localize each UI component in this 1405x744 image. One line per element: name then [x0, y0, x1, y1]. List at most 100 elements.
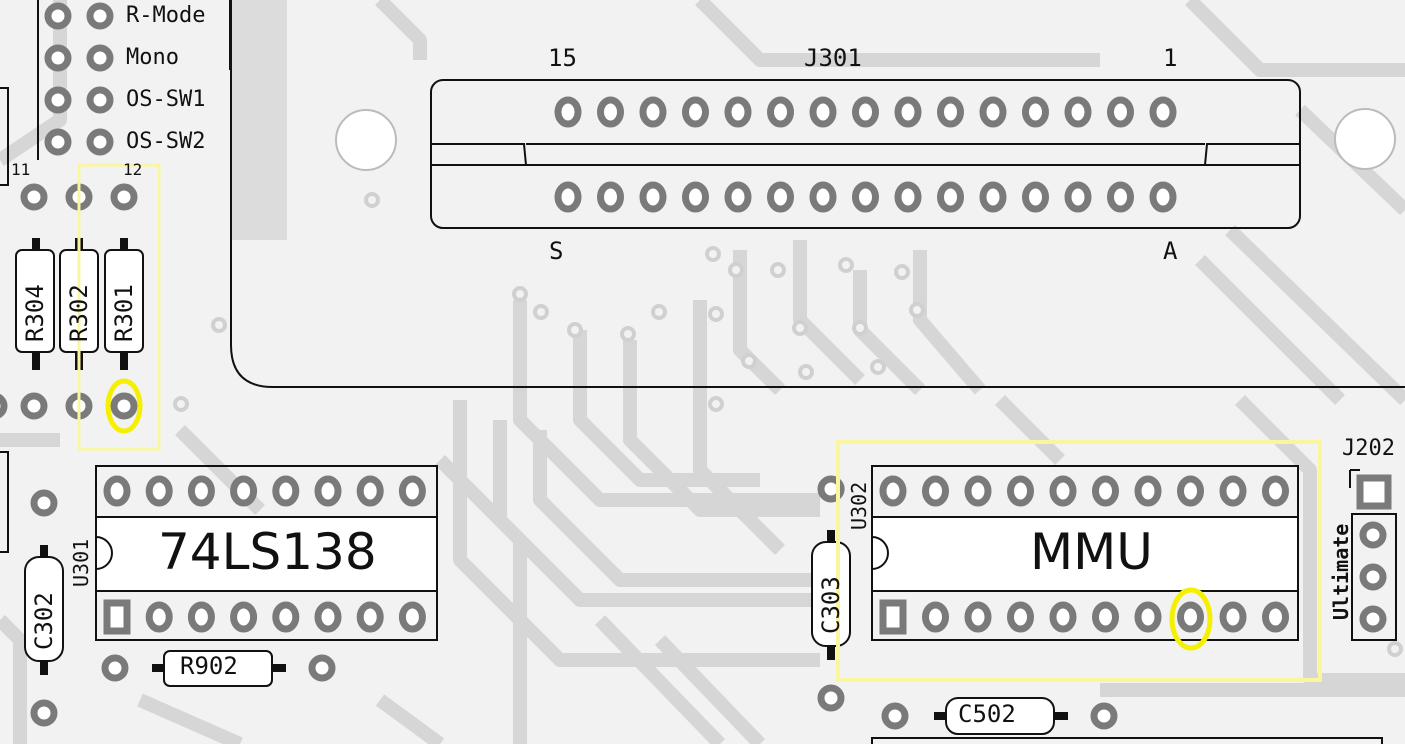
u302-pin-top	[1007, 475, 1034, 507]
u301-pin-top	[145, 475, 173, 507]
ic-u301-body	[95, 465, 438, 641]
j301-pad-top	[1107, 96, 1134, 128]
j301-pad-bottom	[937, 181, 964, 213]
u301-pin-bottom	[314, 601, 342, 633]
ic-u302-body	[871, 465, 1299, 641]
u302-pin-bottom	[1262, 601, 1289, 633]
mask-region	[231, 0, 287, 240]
j301-pad-top	[724, 96, 752, 128]
ic-u301-ref: U301	[69, 538, 93, 587]
j301-pin-15-label: 15	[548, 44, 577, 72]
u301-pin-top	[398, 475, 426, 507]
u301-pin-bottom	[272, 601, 300, 633]
j301-pad-bottom	[682, 181, 709, 213]
u301-pin-top	[230, 475, 258, 507]
u302-pin-bottom	[1092, 601, 1119, 633]
highlight-box-r301	[77, 163, 161, 451]
u301-pin-top	[187, 475, 215, 507]
u302-pin-bottom	[879, 599, 907, 635]
u302-pin-top	[879, 475, 907, 507]
u301-pin-bottom	[398, 601, 426, 633]
u302-pin-bottom	[1177, 601, 1204, 633]
u302-pin-bottom	[964, 601, 992, 633]
mounting-hole-left	[335, 109, 397, 171]
u302-pin-top	[1219, 475, 1247, 507]
j301-pad-top	[1149, 96, 1177, 128]
u302-pin-top	[964, 475, 992, 507]
connector-j301-pins	[554, 96, 1177, 213]
j301-pad-bottom	[597, 181, 624, 213]
board-outline	[230, 0, 1405, 388]
highlight-box-u302	[836, 440, 1322, 682]
j301-pad-bottom	[1064, 181, 1092, 213]
highlight-ring-mmu-pin	[1169, 587, 1213, 651]
header-label-os-sw1: OS-SW1	[126, 87, 206, 112]
ic-u302-label: MMU	[1030, 523, 1153, 581]
u302-pin-top	[1134, 475, 1162, 507]
j301-ref-label: J301	[804, 44, 862, 72]
pin-number-12: 12	[123, 160, 143, 179]
u302-pin-top	[1049, 475, 1077, 507]
u302-pin-top	[1177, 475, 1204, 507]
jumper-j202-ref: J202	[1342, 436, 1395, 461]
u301-pin-top	[314, 475, 342, 507]
resistor-r902-body	[101, 650, 336, 687]
u301-pin-top	[103, 475, 131, 507]
j301-pad-top	[894, 96, 922, 128]
header-label-os-sw2: OS-SW2	[126, 129, 206, 154]
j301-pad-bottom	[852, 181, 879, 213]
u301-pin-bottom	[145, 601, 173, 633]
pad-row-top	[0, 183, 138, 420]
u301-pin-top	[272, 475, 300, 507]
resistor-r304-label: R304	[21, 284, 49, 342]
ic-u302-ref: U302	[847, 481, 871, 530]
capacitor-c303-label: C303	[817, 576, 845, 634]
j301-pad-bottom	[554, 181, 582, 213]
j301-pad-top	[937, 96, 964, 128]
u301-pin-bottom	[230, 601, 258, 633]
u301-pin-bottom	[356, 601, 384, 633]
j301-pin-1-label: 1	[1163, 44, 1178, 72]
ic-u301-pins	[103, 475, 426, 635]
j301-pad-bottom	[724, 181, 752, 213]
jumper-j202-label: Ultimate	[1329, 523, 1353, 620]
capacitor-c502-body	[881, 697, 1118, 735]
j301-pad-bottom	[1149, 181, 1177, 213]
j301-pad-bottom	[767, 181, 794, 213]
j301-pad-top	[1064, 96, 1092, 128]
jumper-j202-body	[1349, 469, 1397, 641]
j301-pad-top	[682, 96, 709, 128]
j301-pad-top	[852, 96, 879, 128]
capacitor-c502-label: C502	[958, 700, 1016, 728]
pin-number-11: 11	[11, 160, 31, 179]
capacitor-c302-label: C302	[30, 592, 58, 650]
ic-u301-label: 74LS138	[158, 523, 377, 581]
j301-row-s-label: S	[549, 237, 564, 265]
resistor-r301-label: R301	[110, 284, 138, 342]
j301-pad-top	[1022, 96, 1049, 128]
ic-u302-pins	[879, 475, 1289, 635]
j301-pad-bottom	[809, 181, 837, 213]
j301-pad-top	[809, 96, 837, 128]
j301-pad-bottom	[894, 181, 922, 213]
u301-pin-top	[356, 475, 384, 507]
header-label-mono: Mono	[126, 45, 179, 70]
u302-pin-bottom	[1134, 601, 1162, 633]
j301-pad-top	[554, 96, 582, 128]
u302-pin-bottom	[1049, 601, 1077, 633]
j301-pad-bottom	[1107, 181, 1134, 213]
j301-pad-bottom	[639, 181, 667, 213]
edge-bracket	[0, 451, 9, 553]
highlight-overlays	[77, 163, 1322, 682]
u302-pin-bottom	[1007, 601, 1034, 633]
u301-pin-bottom	[103, 599, 131, 635]
j301-pad-bottom	[1022, 181, 1049, 213]
u302-pin-top	[1262, 475, 1289, 507]
highlight-ring-r301-pad	[105, 378, 143, 434]
resistor-r302-label: R302	[65, 284, 93, 342]
capacitor-c302-body	[24, 489, 64, 727]
j301-row-a-label: A	[1163, 237, 1178, 265]
u302-pin-top	[922, 475, 949, 507]
header-block	[0, 0, 231, 186]
